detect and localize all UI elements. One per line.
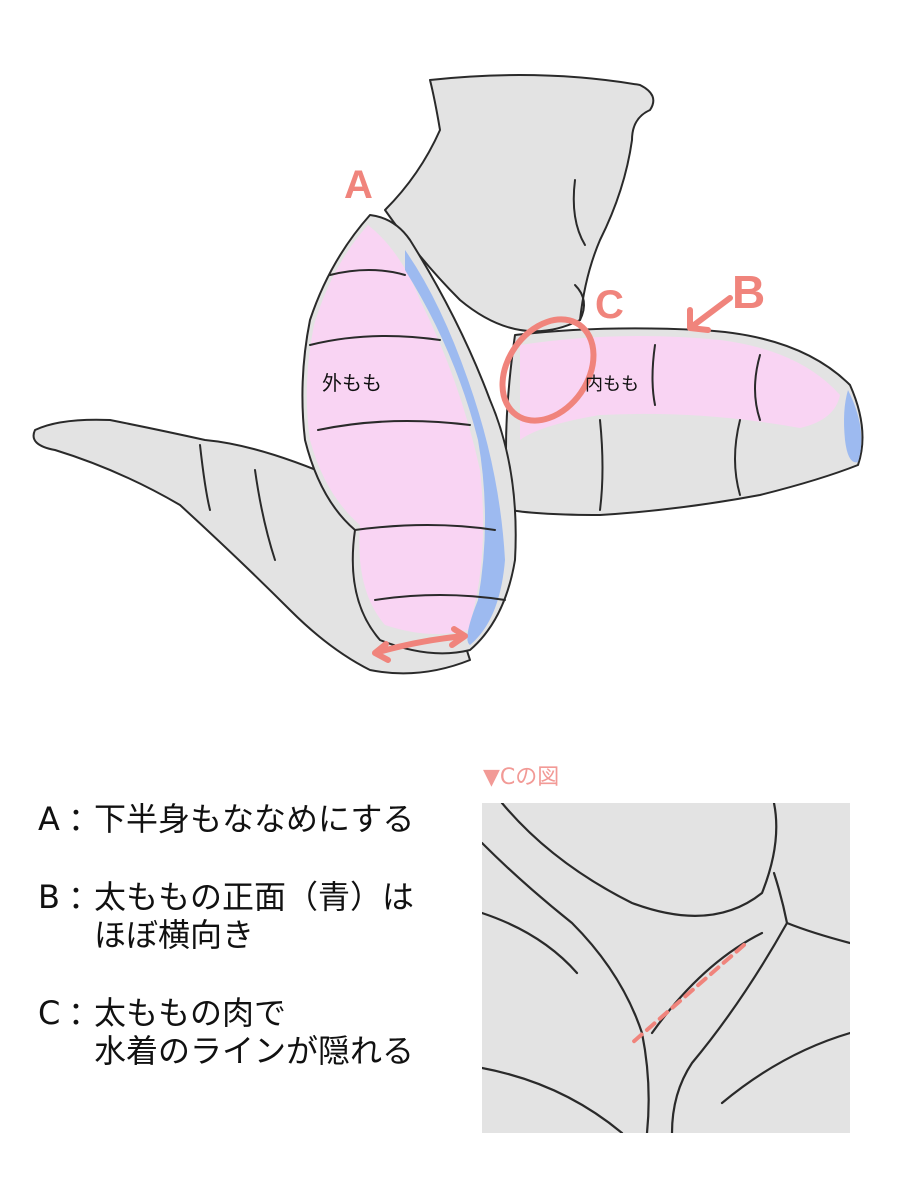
inset-background bbox=[482, 803, 850, 1133]
label-a: A bbox=[344, 163, 373, 207]
note-c: C ： 太ももの肉で 水着のラインが隠れる bbox=[38, 994, 458, 1070]
inset-line bbox=[720, 1031, 850, 1105]
label-inner-thigh: 内もも bbox=[585, 374, 639, 395]
inset-line bbox=[482, 841, 650, 1133]
contour-line bbox=[734, 419, 741, 496]
note-separator: ： bbox=[68, 800, 101, 838]
contour-line bbox=[329, 269, 406, 276]
contour-line bbox=[651, 344, 656, 406]
contour-line bbox=[199, 444, 211, 511]
note-separator: ： bbox=[68, 994, 101, 1032]
note-letter: A bbox=[38, 800, 60, 838]
outer-thigh-pink bbox=[306, 225, 484, 634]
note-text: 下半身もななめにする bbox=[94, 800, 415, 838]
inset-detail-c bbox=[482, 803, 850, 1133]
hidden-swimsuit-line bbox=[630, 943, 746, 1045]
contour-line bbox=[309, 335, 441, 346]
contour-line bbox=[254, 469, 276, 561]
contour-line bbox=[572, 179, 586, 246]
inner-thigh-pink bbox=[520, 336, 840, 440]
note-text: 太ももの正面（青）は ほぼ横向き bbox=[94, 878, 415, 954]
note-letter: C bbox=[38, 994, 61, 1032]
inset-caption: ▼Cの図 bbox=[483, 765, 560, 790]
torso-shape bbox=[384, 74, 655, 333]
label-b: B bbox=[732, 266, 765, 318]
inset-line bbox=[500, 803, 778, 917]
contour-line bbox=[317, 420, 471, 431]
swimsuit-line bbox=[574, 284, 585, 321]
inset-line bbox=[670, 921, 789, 1133]
contour-line bbox=[599, 419, 604, 511]
contour-line bbox=[754, 354, 761, 421]
note-b: B ： 太ももの正面（青）は ほぼ横向き bbox=[38, 878, 458, 954]
note-a: A ： 下半身もななめにする bbox=[38, 800, 458, 838]
note-separator: ： bbox=[68, 878, 101, 916]
inset-line bbox=[482, 1066, 624, 1133]
contour-line bbox=[374, 594, 506, 601]
inset-line bbox=[482, 911, 579, 975]
label-outer-thigh: 外もも bbox=[322, 371, 382, 395]
double-arrow-icon bbox=[372, 626, 468, 663]
note-letter: B bbox=[38, 878, 60, 916]
inner-thigh-blue bbox=[844, 390, 862, 463]
region-c-circle bbox=[499, 316, 597, 424]
label-c: C bbox=[595, 283, 624, 327]
arrow-b-icon bbox=[687, 295, 733, 333]
contour-line bbox=[354, 524, 496, 531]
note-text: 太ももの肉で 水着のラインが隠れる bbox=[94, 994, 415, 1070]
figure-illustration: A B C 外もも 内もも bbox=[32, 74, 864, 675]
outer-thigh-blue bbox=[405, 250, 505, 645]
notes-list: A ： 下半身もななめにする B ： 太ももの正面（青）は ほぼ横向き C ： … bbox=[38, 800, 458, 1110]
